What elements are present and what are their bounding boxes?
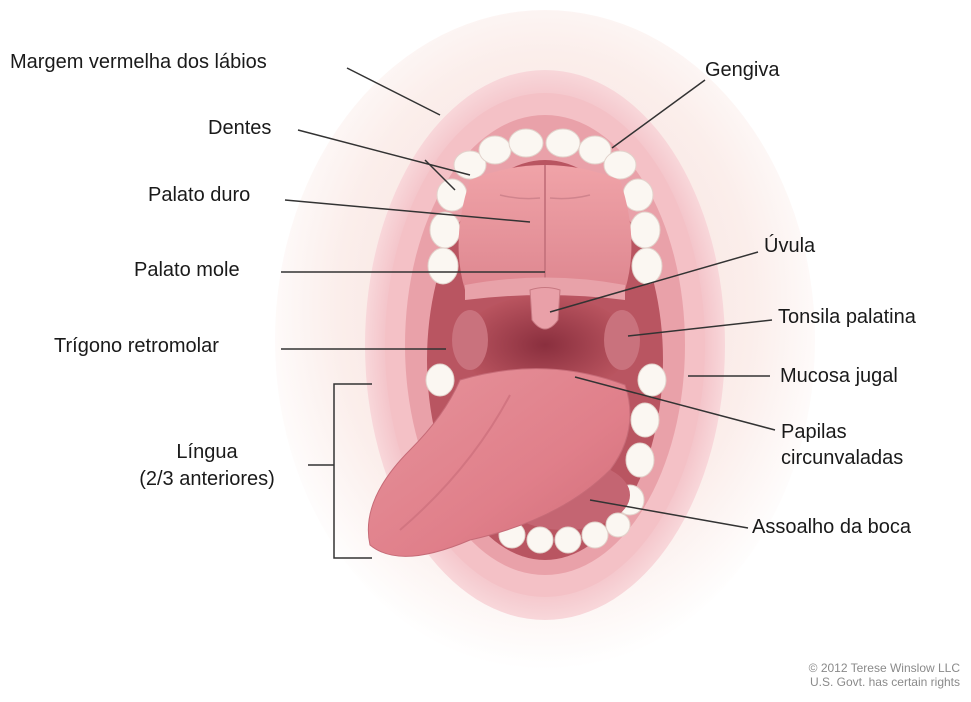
tonsil-right <box>604 310 640 370</box>
label-palato-mole: Palato mole <box>134 258 240 282</box>
label-assoalho: Assoalho da boca <box>752 515 911 539</box>
label-dentes: Dentes <box>208 116 271 140</box>
label-tonsila: Tonsila palatina <box>778 305 916 329</box>
label-palato-duro: Palato duro <box>148 183 250 207</box>
label-uvula: Úvula <box>764 234 815 258</box>
tonsil-left <box>452 310 488 370</box>
label-papilas-line2: circunvaladas <box>781 446 903 470</box>
copyright-line1: © 2012 Terese Winslow LLC <box>809 661 960 675</box>
label-gengiva: Gengiva <box>705 58 780 82</box>
label-papilas-line1: Papilas <box>781 420 847 444</box>
label-lingua-line2: (2/3 anteriores) <box>112 467 302 491</box>
label-lingua-line1: Língua <box>112 440 302 464</box>
label-trigono: Trígono retromolar <box>54 334 219 358</box>
label-margem: Margem vermelha dos lábios <box>10 50 267 74</box>
copyright-line2: U.S. Govt. has certain rights <box>810 675 960 689</box>
label-mucosa: Mucosa jugal <box>780 364 898 388</box>
uvula <box>530 288 560 330</box>
